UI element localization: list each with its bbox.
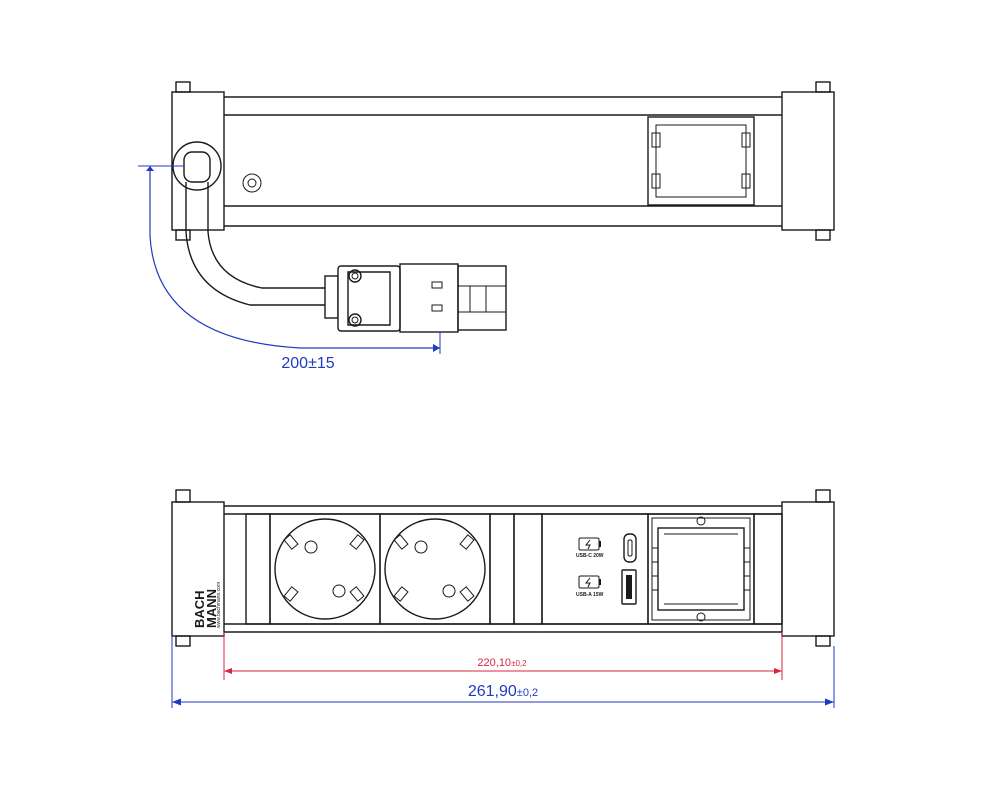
- brand-website: www.bachmann.com: [216, 582, 222, 628]
- schuko-socket-1: [269, 513, 381, 625]
- top-view: [171, 81, 835, 333]
- brand-name: BACH MANN: [192, 587, 219, 628]
- battery-charge-icon: [578, 575, 601, 589]
- usb-a-label: USB-A 15W: [576, 592, 604, 598]
- battery-charge-icon: [578, 537, 601, 551]
- usb-charger-module: USB-C 20W USB-A 15W: [541, 513, 649, 625]
- empty-frame-module: [647, 513, 755, 625]
- inner-length-label: 220,10±0,2: [477, 657, 527, 669]
- cable-length-label: 200±15: [281, 355, 334, 372]
- overall-length-label: 261,90±0,2: [468, 683, 538, 700]
- usb-c-label: USB-C 20W: [576, 553, 604, 559]
- front-view: BACH MANN www.bachmann.com: [171, 489, 835, 647]
- usb-c-port-icon: [623, 533, 637, 563]
- overall-length-dimension: 261,90±0,2: [171, 636, 835, 708]
- inner-length-dimension: 220,10±0,2: [223, 632, 783, 680]
- schuko-socket-2: [379, 513, 491, 625]
- usb-a-port-icon: [621, 569, 637, 605]
- cable-length-dimension: 200±15: [138, 165, 441, 372]
